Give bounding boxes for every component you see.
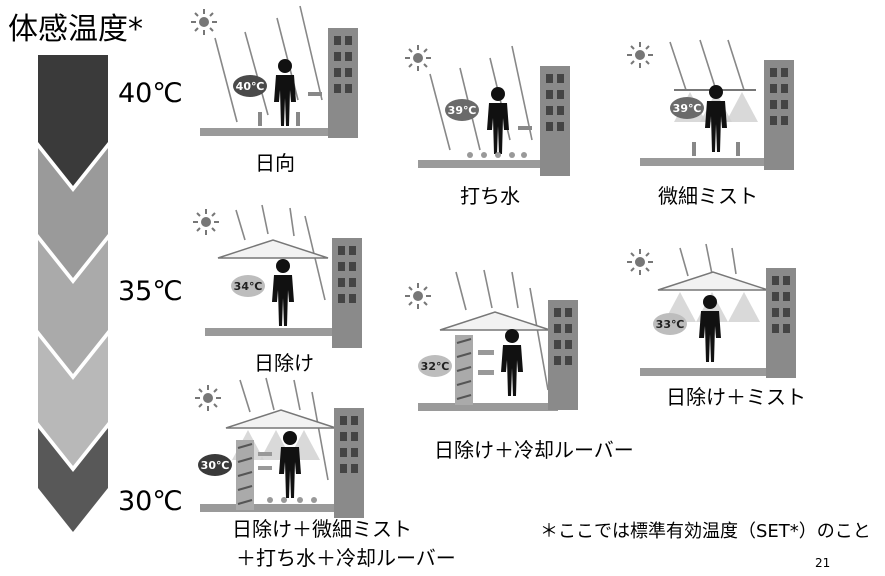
temp-badge [653,313,687,335]
temp-badge [233,75,267,97]
temp-label-30: 30℃ [118,486,183,517]
scene-hiyoke-mist [626,243,796,378]
temp-badge [231,275,265,297]
scene-uchimizu [404,44,570,176]
caption-hinata: 日向 [255,151,295,175]
caption-hiyoke-louver: 日除け＋冷却ルーバー [434,438,634,462]
temp-badge-label: 32℃ [421,360,450,373]
temp-badge-label: 30℃ [201,459,230,472]
caption-hiyoke-mist: 日除け＋ミスト [666,385,806,409]
caption-uchimizu: 打ち水 [460,184,520,208]
scene-hiyoke [192,204,362,348]
temp-badge-label: 34℃ [234,280,263,293]
temp-label-40: 40℃ [118,78,183,109]
temp-label-35: 35℃ [118,276,183,307]
scale-segment [38,428,108,532]
caption-combined-line2: ＋打ち水＋冷却ルーバー [236,546,456,570]
footnote: ＊ここでは標準有効温度（SET*）のこと [540,521,871,542]
temp-badge [670,97,704,119]
scene-mist [626,39,794,170]
caption-hiyoke: 日除け [254,351,314,375]
scene-hiyoke-louver [404,269,578,411]
scale-segment [38,336,108,466]
temp-badge-label: 39℃ [448,104,477,117]
page-title: 体感温度* [8,12,143,47]
caption-combined-line1: 日除け＋微細ミスト [232,517,412,541]
page-number: 21 [815,556,831,570]
scale-segment [38,240,108,374]
temp-badge [445,99,479,121]
temp-badge-label: 40℃ [236,80,265,93]
scene-hinata [190,5,358,138]
caption-mist: 微細ミスト [658,184,758,208]
temp-badge [418,355,452,377]
temp-badge-label: 39℃ [673,102,702,115]
scale-segment [38,55,108,186]
scale-segment [38,148,108,278]
temp-badge [198,454,232,476]
temp-badge-label: 33℃ [656,318,685,331]
scene-combined [194,377,364,518]
